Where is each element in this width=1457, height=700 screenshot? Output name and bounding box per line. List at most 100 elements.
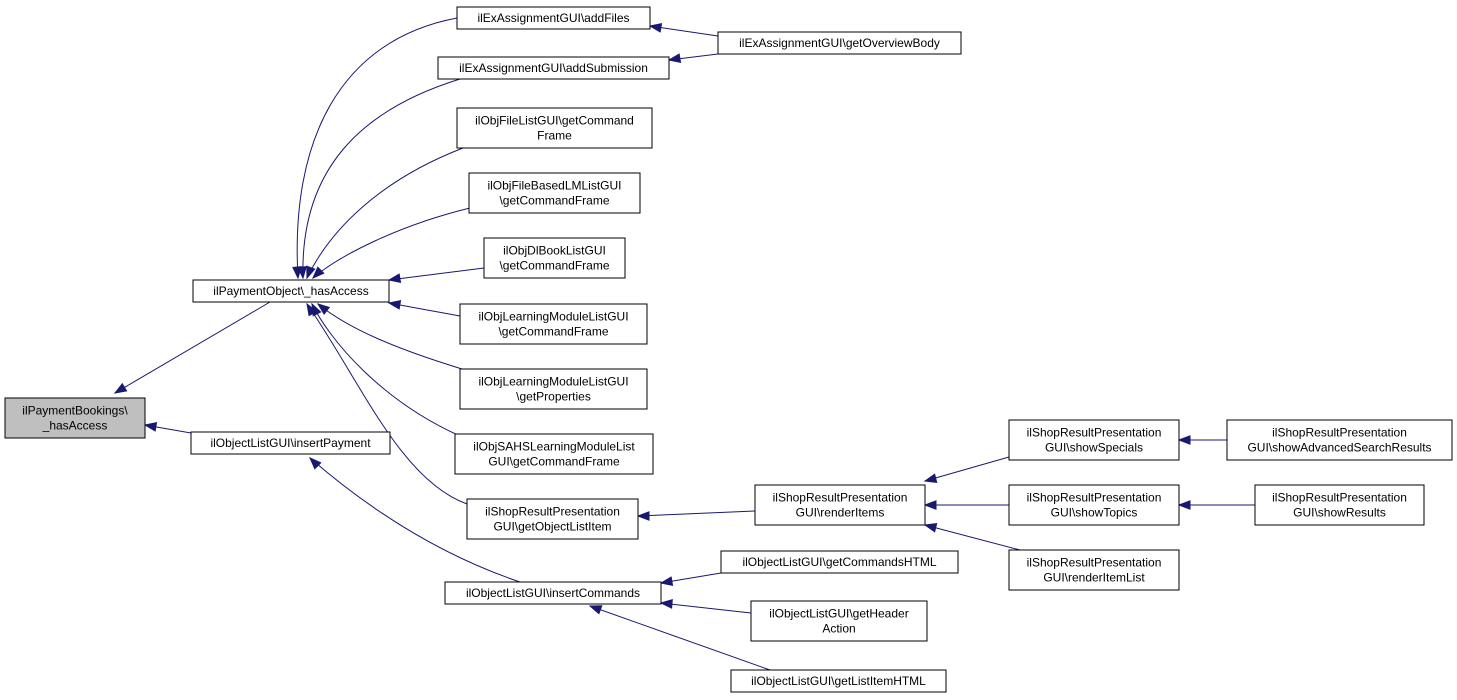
edge-srp_sr-to-srp_st (1177, 500, 1255, 510)
node-box (750, 600, 928, 642)
node-ea_af[interactable]: ilExAssignmentGUI\addFiles (456, 6, 651, 30)
edge-line (660, 602, 752, 614)
arrowhead-icon (309, 457, 322, 470)
edge-line (296, 17, 458, 279)
node-label-line: ilShopResultPresentation (1272, 491, 1407, 505)
edge-ea_ov-to-ea_as (667, 53, 719, 63)
arrowhead-icon (312, 266, 325, 279)
node-po_has[interactable]: ilPaymentObject\_hasAccess (192, 279, 390, 303)
node-box (456, 107, 653, 149)
edge-line (302, 78, 461, 279)
node-box (1008, 419, 1180, 461)
node-lm_cf[interactable]: ilObjLearningModuleListGUI\getCommandFra… (459, 303, 648, 345)
node-box (454, 433, 654, 475)
arrowhead-icon (923, 473, 938, 483)
node-olg_gch[interactable]: ilObjectListGUI\getCommandsHTML (720, 550, 959, 574)
node-box (4, 397, 146, 439)
node-lm_gp[interactable]: ilObjLearningModuleListGUI\getProperties (459, 368, 648, 410)
arrowhead-icon (1177, 435, 1191, 445)
node-olg_glih[interactable]: ilObjectListGUI\getListItemHTML (730, 669, 947, 693)
node-box (192, 279, 390, 303)
node-ea_ov[interactable]: ilExAssignmentGUI\getOverviewBody (717, 31, 962, 55)
edge-olg_ip-to-root (143, 422, 192, 434)
edge-ea_ov-to-ea_af (648, 23, 719, 37)
node-label-line: _hasAccess (42, 419, 108, 433)
edge-srp_ril-to-srp_ri (923, 523, 1021, 551)
node-srp_goli[interactable]: ilShopResultPresentationGUI\getObjectLis… (466, 498, 639, 540)
node-label-line: GUI\renderItemList (1043, 571, 1145, 585)
node-label-line: ilObjectListGUI\getHeader (769, 607, 908, 621)
node-label-line: GUI\showSpecials (1045, 441, 1143, 455)
edge-srp_ss-to-srp_ri (923, 456, 1010, 483)
edge-line (924, 456, 1010, 482)
arrowhead-icon (588, 605, 603, 615)
node-box (730, 669, 947, 693)
edge-ea_af-to-po_has (292, 17, 458, 280)
node-sahs_cf[interactable]: ilObjSAHSLearningModuleListGUI\getComman… (454, 433, 654, 475)
node-label-line: GUI\showTopics (1051, 506, 1138, 520)
arrowhead-icon (387, 300, 402, 310)
node-label-line: ilObjectListGUI\insertPayment (210, 436, 371, 450)
node-box (190, 431, 391, 455)
arrowhead-icon (667, 53, 682, 63)
node-label-line: ilShopResultPresentation (1272, 426, 1407, 440)
node-olg_ip[interactable]: ilObjectListGUI\insertPayment (190, 431, 391, 455)
node-box (459, 303, 648, 345)
edge-lm_gp-to-po_has (316, 303, 463, 370)
node-label-line: ilShopResultPresentation (1027, 556, 1162, 570)
node-label-line: ilObjLearningModuleListGUI (478, 375, 628, 389)
node-box (1008, 484, 1180, 526)
node-label-line: ilExAssignmentGUI\addFiles (477, 11, 629, 25)
node-label-line: ilPaymentBookings\ (22, 404, 128, 418)
node-label-line: GUI\showAdvancedSearchResults (1247, 441, 1431, 455)
arrowhead-icon (316, 303, 331, 315)
node-srp_ril[interactable]: ilShopResultPresentationGUI\renderItemLi… (1008, 549, 1180, 591)
node-olg_ic[interactable]: ilObjectListGUI\insertCommands (444, 581, 662, 605)
edge-line (311, 303, 461, 437)
node-srp_sasr[interactable]: ilShopResultPresentationGUI\showAdvanced… (1226, 419, 1453, 461)
arrowhead-icon (306, 265, 316, 280)
edge-line (589, 605, 771, 671)
edge-srp_ri-to-srp_goli (636, 510, 756, 521)
edge-sahs_cf-to-po_has (311, 302, 461, 437)
node-label-line: Frame (537, 129, 572, 143)
node-label-line: ilObjectListGUI\insertCommands (466, 586, 640, 600)
edge-line (317, 303, 463, 370)
edge-fb_cf-to-po_has (312, 207, 471, 279)
node-label-line: \getCommandFrame (499, 194, 609, 208)
node-box (720, 550, 959, 574)
node-box (1008, 549, 1180, 591)
edge-ea_as-to-po_has (297, 78, 461, 280)
node-ea_as[interactable]: ilExAssignmentGUI\addSubmission (437, 56, 670, 80)
node-label-line: ilShopResultPresentation (485, 505, 620, 519)
arrowhead-icon (923, 500, 937, 510)
node-label-line: ilObjFileBasedLMListGUI (487, 179, 621, 193)
edge-fl_cf-to-po_has (306, 147, 464, 280)
arrowhead-icon (306, 302, 318, 317)
node-label-line: ilObjectListGUI\getListItemHTML (751, 674, 926, 688)
node-label-line: GUI\renderItems (796, 506, 885, 520)
node-dib_cf[interactable]: ilObjDlBookListGUI\getCommandFrame (483, 237, 626, 279)
edge-line (114, 301, 271, 394)
edge-srp_goli-to-po_has (306, 302, 468, 505)
edge-po_has-to-root (113, 301, 271, 394)
nodes-layer: ilPaymentBookings\_hasAccess ilPaymentObj… (4, 6, 1453, 693)
edge-olg_ic-to-olg_ip (309, 457, 521, 583)
node-box (444, 581, 662, 605)
edge-olg_glih-to-olg_ic (588, 605, 771, 671)
edge-lm_cf-to-po_has (387, 300, 461, 317)
edges-layer (113, 17, 1255, 671)
node-fb_cf[interactable]: ilObjFileBasedLMListGUI\getCommandFrame (468, 172, 641, 214)
node-label-line: Action (822, 622, 855, 636)
node-fl_cf[interactable]: ilObjFileListGUI\getCommandFrame (456, 107, 653, 149)
node-box (468, 172, 641, 214)
node-root[interactable]: ilPaymentBookings\_hasAccess (4, 397, 146, 439)
node-box (754, 484, 926, 526)
node-label-line: ilPaymentObject\_hasAccess (213, 284, 368, 298)
node-label-line: ilObjLearningModuleListGUI (478, 310, 628, 324)
